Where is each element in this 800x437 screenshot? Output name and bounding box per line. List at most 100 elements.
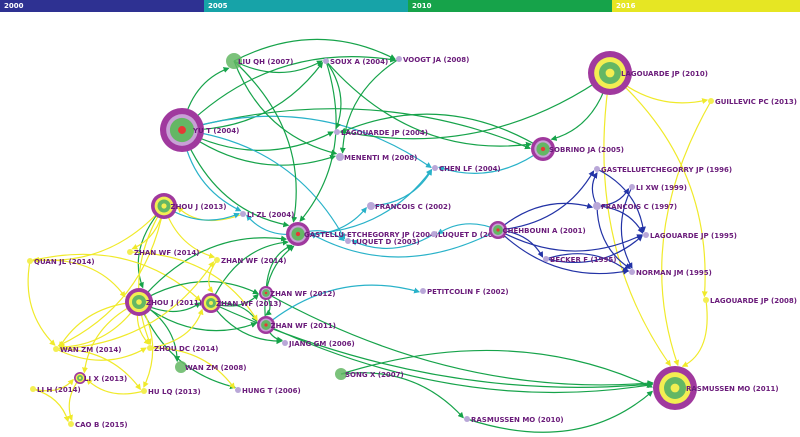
node-soux[interactable]: SOUX A (2004)	[323, 58, 388, 66]
node-circle[interactable]	[367, 202, 375, 210]
node-gastellu96[interactable]: GASTELLUETCHEGORRY JP (1996)	[594, 166, 732, 174]
node-lizl[interactable]: LI ZL (2004)	[240, 211, 294, 219]
node-luquet04[interactable]: LUQUET D (2004)	[431, 231, 506, 239]
citation-edge	[681, 299, 708, 367]
node-zhouj11[interactable]: ZHOU J (2011)	[125, 288, 202, 316]
node-zhoudc[interactable]: ZHOU DC (2014)	[147, 345, 218, 353]
node-circle[interactable]	[178, 126, 186, 134]
node-circle[interactable]	[136, 299, 142, 305]
node-label: LAGOUARDE JP (2004)	[341, 129, 428, 137]
node-francois97[interactable]: FRANCOIS C (1997)	[593, 202, 677, 211]
node-hulq[interactable]: HU LQ (2013)	[141, 388, 201, 396]
node-sobrino[interactable]: SOBRINO JA (2005)	[531, 137, 624, 161]
node-label: LI X (2013)	[84, 375, 127, 383]
node-circle[interactable]	[226, 53, 242, 69]
node-circle[interactable]	[141, 388, 147, 394]
citation-edge	[265, 284, 421, 326]
node-yu[interactable]: YU T (2004)	[160, 108, 239, 152]
citation-edge	[497, 229, 630, 275]
node-norman[interactable]: NORMAN JM (1995)	[629, 269, 712, 277]
citation-edge	[32, 388, 70, 423]
node-quan[interactable]: QUAN JL (2014)	[27, 258, 95, 266]
node-menenti[interactable]: MENENTI M (2008)	[336, 153, 417, 162]
node-rasmussen10[interactable]: RASMUSSEN MO (2010)	[464, 416, 564, 424]
node-circle[interactable]	[629, 184, 635, 190]
node-zhanwf12[interactable]: ZHAN WF (2012)	[259, 286, 335, 300]
node-circle[interactable]	[235, 387, 241, 393]
node-circle[interactable]	[540, 146, 546, 152]
node-voogt[interactable]: VOOGT JA (2008)	[396, 56, 469, 64]
node-jiang[interactable]: JIANG GM (2006)	[282, 340, 355, 348]
node-circle[interactable]	[175, 361, 187, 373]
node-circle[interactable]	[336, 153, 344, 161]
node-circle[interactable]	[643, 232, 649, 238]
node-circle[interactable]	[53, 346, 59, 352]
node-circle[interactable]	[593, 202, 601, 210]
node-circle[interactable]	[496, 228, 500, 232]
node-zhouj13[interactable]: ZHOU J (2013)	[151, 193, 226, 219]
node-circle[interactable]	[295, 231, 301, 237]
node-circle[interactable]	[396, 56, 402, 62]
node-circle[interactable]	[282, 340, 288, 346]
node-circle[interactable]	[420, 288, 426, 294]
node-circle[interactable]	[240, 211, 246, 217]
node-wanzm08[interactable]: WAN ZM (2008)	[175, 361, 246, 373]
node-circle[interactable]	[543, 256, 549, 262]
node-rasmussen11[interactable]: RASMUSSEN MO (2011)	[653, 366, 779, 410]
node-lixw[interactable]: LI XW (1999)	[629, 184, 687, 192]
node-lix[interactable]: LI X (2013)	[74, 372, 127, 384]
node-zhanwf13[interactable]: ZHAN WF (2013)	[201, 293, 281, 313]
node-circle[interactable]	[432, 165, 438, 171]
node-becker[interactable]: BECKER F (1995)	[543, 256, 616, 264]
node-label: LAGOUARDE JP (2010)	[621, 70, 708, 78]
node-circle[interactable]	[334, 129, 340, 135]
node-circle[interactable]	[127, 249, 133, 255]
node-lagourde08[interactable]: LAGOUARDE JP (2008)	[703, 297, 797, 305]
node-circle[interactable]	[670, 383, 680, 393]
node-circle[interactable]	[78, 376, 82, 380]
node-zhanwf14b[interactable]: ZHAN WF (2014)	[214, 257, 286, 265]
node-circle[interactable]	[703, 297, 709, 303]
node-circle[interactable]	[68, 421, 74, 427]
node-label: BECKER F (1995)	[550, 256, 616, 264]
node-lih[interactable]: LI H (2014)	[30, 386, 81, 394]
node-label: MENENTI M (2008)	[344, 154, 417, 162]
citation-edge	[620, 186, 633, 269]
node-zhanwf14a[interactable]: ZHAN WF (2014)	[127, 249, 199, 257]
node-hung[interactable]: HUNG T (2006)	[235, 387, 301, 395]
node-circle[interactable]	[464, 416, 470, 422]
node-lagourde95[interactable]: LAGOUARDE JP (1995)	[643, 232, 737, 240]
node-petitcolin[interactable]: PETITCOLIN F (2002)	[420, 288, 509, 296]
node-circle[interactable]	[345, 238, 351, 244]
node-wanzm14[interactable]: WAN ZM (2014)	[53, 346, 121, 354]
node-chenlf[interactable]: CHEN LF (2004)	[432, 165, 501, 173]
node-lagourde04[interactable]: LAGOUARDE JP (2004)	[334, 129, 428, 137]
node-zhanwf11[interactable]: ZHAN WF (2011)	[257, 316, 336, 334]
node-circle[interactable]	[147, 345, 153, 351]
node-francois02[interactable]: FRANCOIS C (2002)	[367, 202, 451, 211]
node-circle[interactable]	[431, 231, 437, 237]
node-guillevic[interactable]: GUILLEVIC PC (2013)	[708, 98, 797, 106]
node-circle[interactable]	[335, 368, 347, 380]
node-circle[interactable]	[605, 68, 615, 78]
node-circle[interactable]	[214, 257, 220, 263]
node-caob[interactable]: CAO B (2015)	[68, 421, 128, 429]
node-label: CHEN LF (2004)	[439, 165, 501, 173]
node-songx[interactable]: SONG X (2007)	[335, 368, 404, 380]
node-circle[interactable]	[629, 269, 635, 275]
node-circle[interactable]	[161, 203, 167, 209]
node-chehbouni[interactable]: CHEHBOUNI A (2001)	[489, 221, 586, 239]
node-circle[interactable]	[27, 258, 33, 264]
node-circle[interactable]	[594, 166, 600, 172]
node-circle[interactable]	[264, 291, 268, 295]
node-circle[interactable]	[264, 323, 268, 327]
node-lagourde10[interactable]: LAGOUARDE JP (2010)	[588, 51, 708, 95]
node-circle[interactable]	[30, 386, 36, 392]
citation-edge	[497, 170, 595, 231]
node-luquet03[interactable]: LUQUET D (2003)	[345, 238, 420, 246]
node-circle[interactable]	[708, 98, 714, 104]
node-gastellu04[interactable]: GASTELLU-ETCHEGORRY JP (2004)	[286, 222, 438, 246]
node-liu[interactable]: LIU QH (2007)	[226, 53, 293, 69]
node-circle[interactable]	[323, 58, 329, 64]
node-circle[interactable]	[209, 301, 213, 305]
